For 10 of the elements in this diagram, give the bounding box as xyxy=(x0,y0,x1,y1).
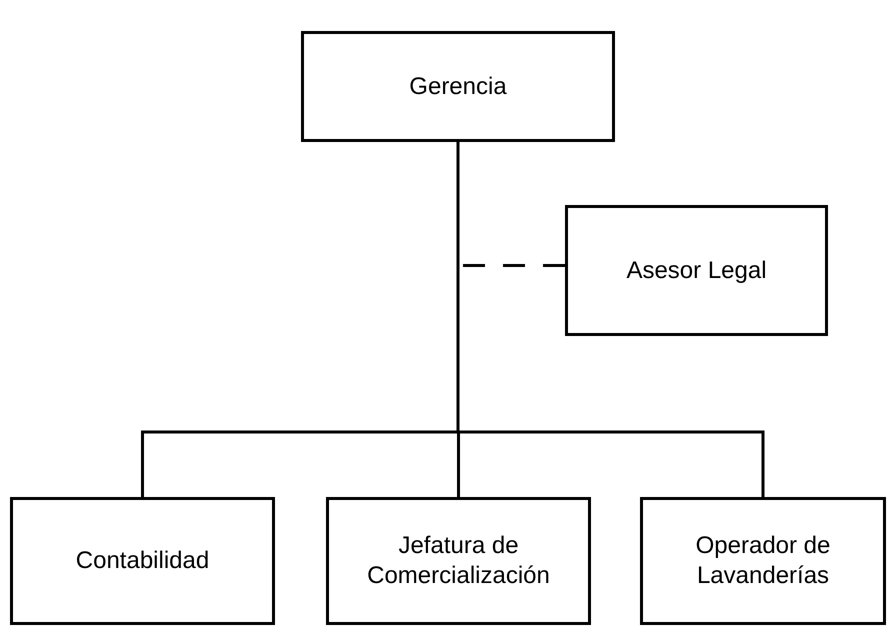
box-label: Operador de Lavanderías xyxy=(694,531,832,591)
box-label: Asesor Legal xyxy=(626,256,767,286)
box-label: Gerencia xyxy=(409,72,507,102)
org-box xyxy=(10,497,275,625)
box-label: Jefatura de Comercialización xyxy=(366,531,551,591)
box-label: Contabilidad xyxy=(76,546,210,576)
org-box xyxy=(301,31,615,142)
org-box xyxy=(565,205,828,336)
org-box xyxy=(326,497,591,625)
org-box xyxy=(640,497,886,625)
